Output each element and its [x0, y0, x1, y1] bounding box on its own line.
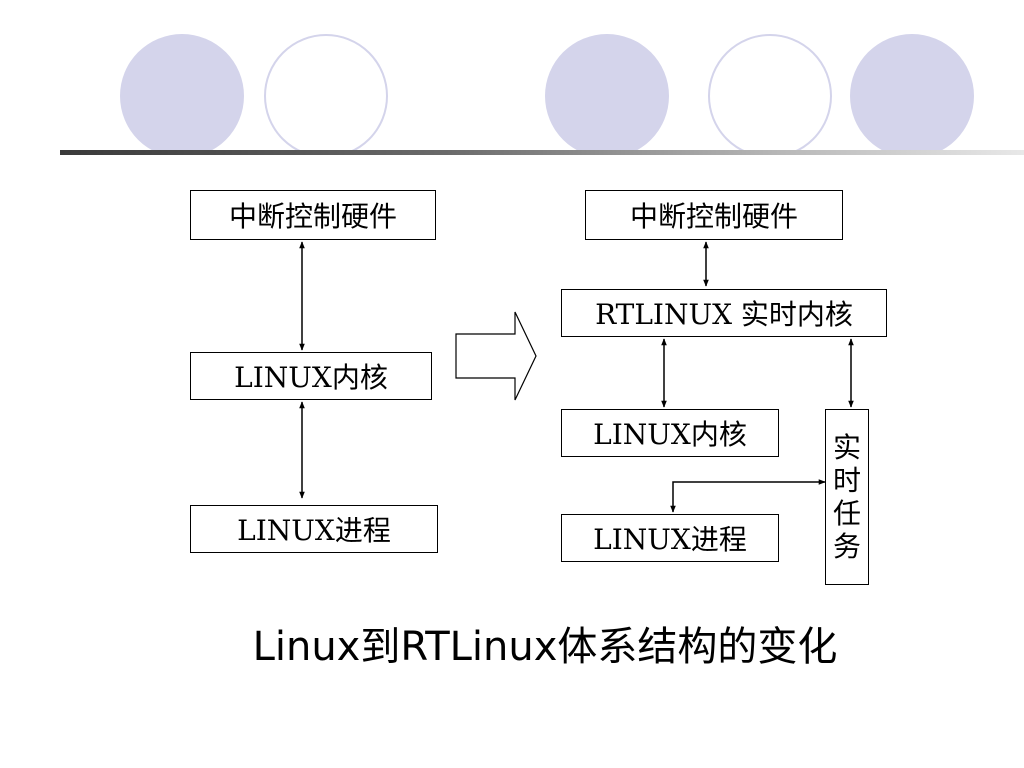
slide-caption: Linux到RTLinux体系结构的变化 [252, 624, 838, 670]
realtime-task-char-4: 务 [832, 530, 861, 563]
right-arrow-process-rttask [670, 479, 826, 513]
realtime-task-char-2: 时 [832, 464, 861, 497]
realtime-task-char-1: 实 [832, 431, 861, 464]
decorative-circle-4 [708, 34, 832, 158]
decorative-mask [0, 154, 1024, 168]
header-rule [60, 150, 1024, 155]
left-linux-process-box: LINUX进程 [190, 505, 438, 553]
left-interrupt-hardware-box: 中断控制硬件 [190, 190, 436, 240]
realtime-task-box: 实 时 任 务 [825, 409, 869, 585]
decorative-circle-1 [120, 34, 244, 158]
decorative-circle-5 [850, 34, 974, 158]
right-interrupt-hardware-box: 中断控制硬件 [585, 190, 843, 240]
right-linux-process-box: LINUX进程 [561, 514, 779, 562]
rtlinux-realtime-kernel-box: RTLINUX 实时内核 [561, 289, 887, 337]
realtime-task-char-3: 任 [832, 497, 861, 530]
decorative-circle-3 [545, 34, 669, 158]
right-linux-kernel-box: LINUX内核 [561, 409, 779, 457]
decorative-circle-2 [264, 34, 388, 158]
left-linux-kernel-box: LINUX内核 [190, 352, 432, 400]
transition-arrow [455, 311, 537, 401]
